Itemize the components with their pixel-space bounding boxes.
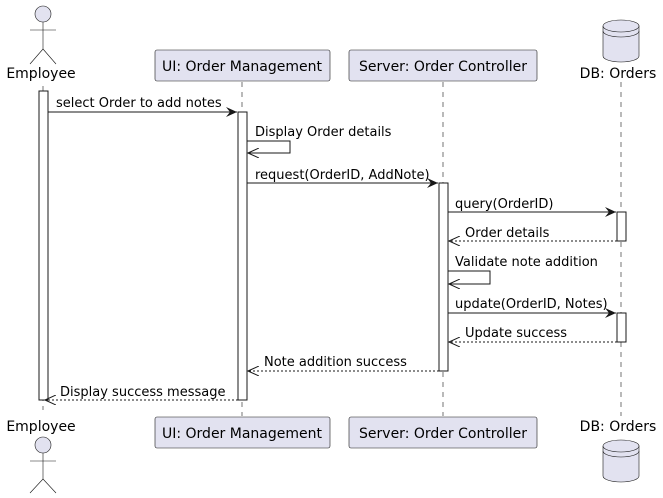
actor-left-leg: [29, 478, 44, 494]
activation-db-query: [616, 211, 627, 242]
database-icon-bottom: [602, 439, 640, 483]
message-arrow-self: [247, 140, 291, 153]
activation-server: [438, 182, 449, 372]
message-label: select Order to add notes: [56, 96, 222, 111]
message-label: query(OrderID): [455, 197, 553, 212]
message-label: Validate note addition: [455, 255, 598, 270]
message-label: request(OrderID, AddNote): [255, 168, 430, 183]
activation-employee: [38, 90, 49, 401]
participant-label-server-bottom: Server: Order Controller: [359, 426, 527, 442]
actor-head-icon: [34, 436, 52, 454]
database-cylinder-rim: [602, 450, 640, 458]
message-label: Display Order details: [255, 125, 392, 140]
actor-employee-top: [29, 5, 57, 65]
database-cylinder-body: [602, 25, 640, 63]
actor-head-icon: [34, 5, 52, 23]
actor-employee-bottom: [29, 436, 57, 494]
participant-label-ui-bottom: UI: Order Management: [162, 426, 323, 442]
participant-box-ui-bottom: [154, 416, 331, 449]
actor-right-leg: [42, 478, 57, 494]
activation-ui: [237, 111, 248, 401]
message-label: Order details: [465, 226, 550, 241]
actor-right-leg: [42, 48, 57, 65]
database-icon-top: [602, 19, 640, 63]
participant-label-server-top: Server: Order Controller: [359, 59, 527, 75]
participant-label-employee-bottom: Employee: [6, 419, 75, 435]
activation-db-update: [616, 312, 627, 343]
participant-label-ui-top: UI: Order Management: [162, 59, 323, 75]
database-cylinder-body: [602, 445, 640, 483]
message-label: Display success message: [60, 385, 225, 400]
participant-box-ui-top: [154, 49, 331, 82]
message-label: Update success: [465, 326, 567, 341]
participant-label-db-bottom: DB: Orders: [580, 419, 657, 435]
participant-label-db-top: DB: Orders: [580, 66, 657, 82]
message-label: update(OrderID, Notes): [455, 297, 608, 312]
participant-box-server-top: [348, 49, 538, 82]
message-arrow-self: [448, 270, 491, 284]
database-cylinder-rim: [602, 30, 640, 38]
participant-box-server-bottom: [348, 416, 538, 449]
database-cylinder-top: [602, 439, 640, 453]
message-label: Note addition success: [264, 355, 407, 370]
participant-label-employee-top: Employee: [6, 66, 75, 82]
database-cylinder-top: [602, 19, 640, 33]
actor-left-leg: [29, 48, 44, 65]
